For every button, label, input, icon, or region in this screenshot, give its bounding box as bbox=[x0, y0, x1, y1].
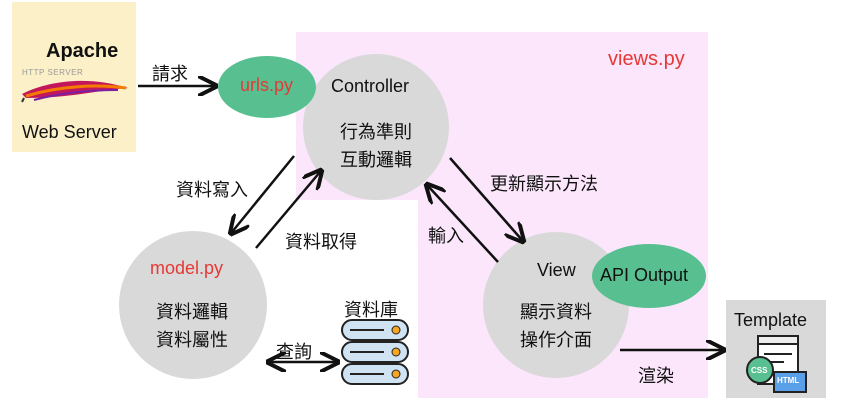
data-read-arrow bbox=[255, 172, 320, 249]
model-line1: 資料邏輯 bbox=[156, 302, 228, 323]
template-label: Template bbox=[734, 310, 808, 330]
input-arrow bbox=[428, 186, 499, 263]
template-files-icon bbox=[746, 335, 807, 393]
data-read-label: 資料取得 bbox=[285, 232, 357, 253]
css-badge: CSS bbox=[751, 366, 768, 375]
urls-node bbox=[218, 56, 316, 118]
apache-title: Apache bbox=[46, 40, 119, 62]
database-label: 資料庫 bbox=[344, 300, 398, 321]
update-display-label: 更新顯示方法 bbox=[490, 174, 598, 195]
view-line2: 操作介面 bbox=[520, 330, 592, 351]
controller-title: Controller bbox=[331, 76, 410, 96]
apache-web-server bbox=[12, 2, 136, 152]
apache-subtitle: HTTP SERVER bbox=[22, 68, 84, 77]
controller-line2: 互動邏輯 bbox=[340, 150, 412, 171]
controller-line1: 行為準則 bbox=[340, 122, 412, 143]
data-write-arrow bbox=[232, 155, 295, 232]
web-server-label: Web Server bbox=[22, 122, 117, 142]
data-write-label: 資料寫入 bbox=[176, 180, 248, 201]
database-icon bbox=[341, 319, 409, 385]
api-output-node bbox=[592, 244, 706, 308]
controller-node bbox=[303, 54, 449, 200]
html-badge: HTML bbox=[777, 376, 800, 385]
view-title: View bbox=[537, 260, 576, 280]
urls-label: urls.py bbox=[240, 75, 294, 95]
update-display-arrow bbox=[449, 157, 522, 240]
input-label: 輸入 bbox=[428, 226, 464, 247]
render-label: 渲染 bbox=[638, 366, 674, 387]
api-output-label: API Output bbox=[600, 265, 689, 285]
model-line2: 資料屬性 bbox=[156, 330, 228, 351]
views-panel-label: views.py bbox=[608, 48, 685, 70]
model-title: model.py bbox=[150, 258, 224, 278]
request-label: 請求 bbox=[152, 64, 188, 85]
apache-feather-icon bbox=[21, 80, 128, 103]
view-line1: 顯示資料 bbox=[520, 302, 592, 323]
model-node bbox=[119, 231, 267, 379]
